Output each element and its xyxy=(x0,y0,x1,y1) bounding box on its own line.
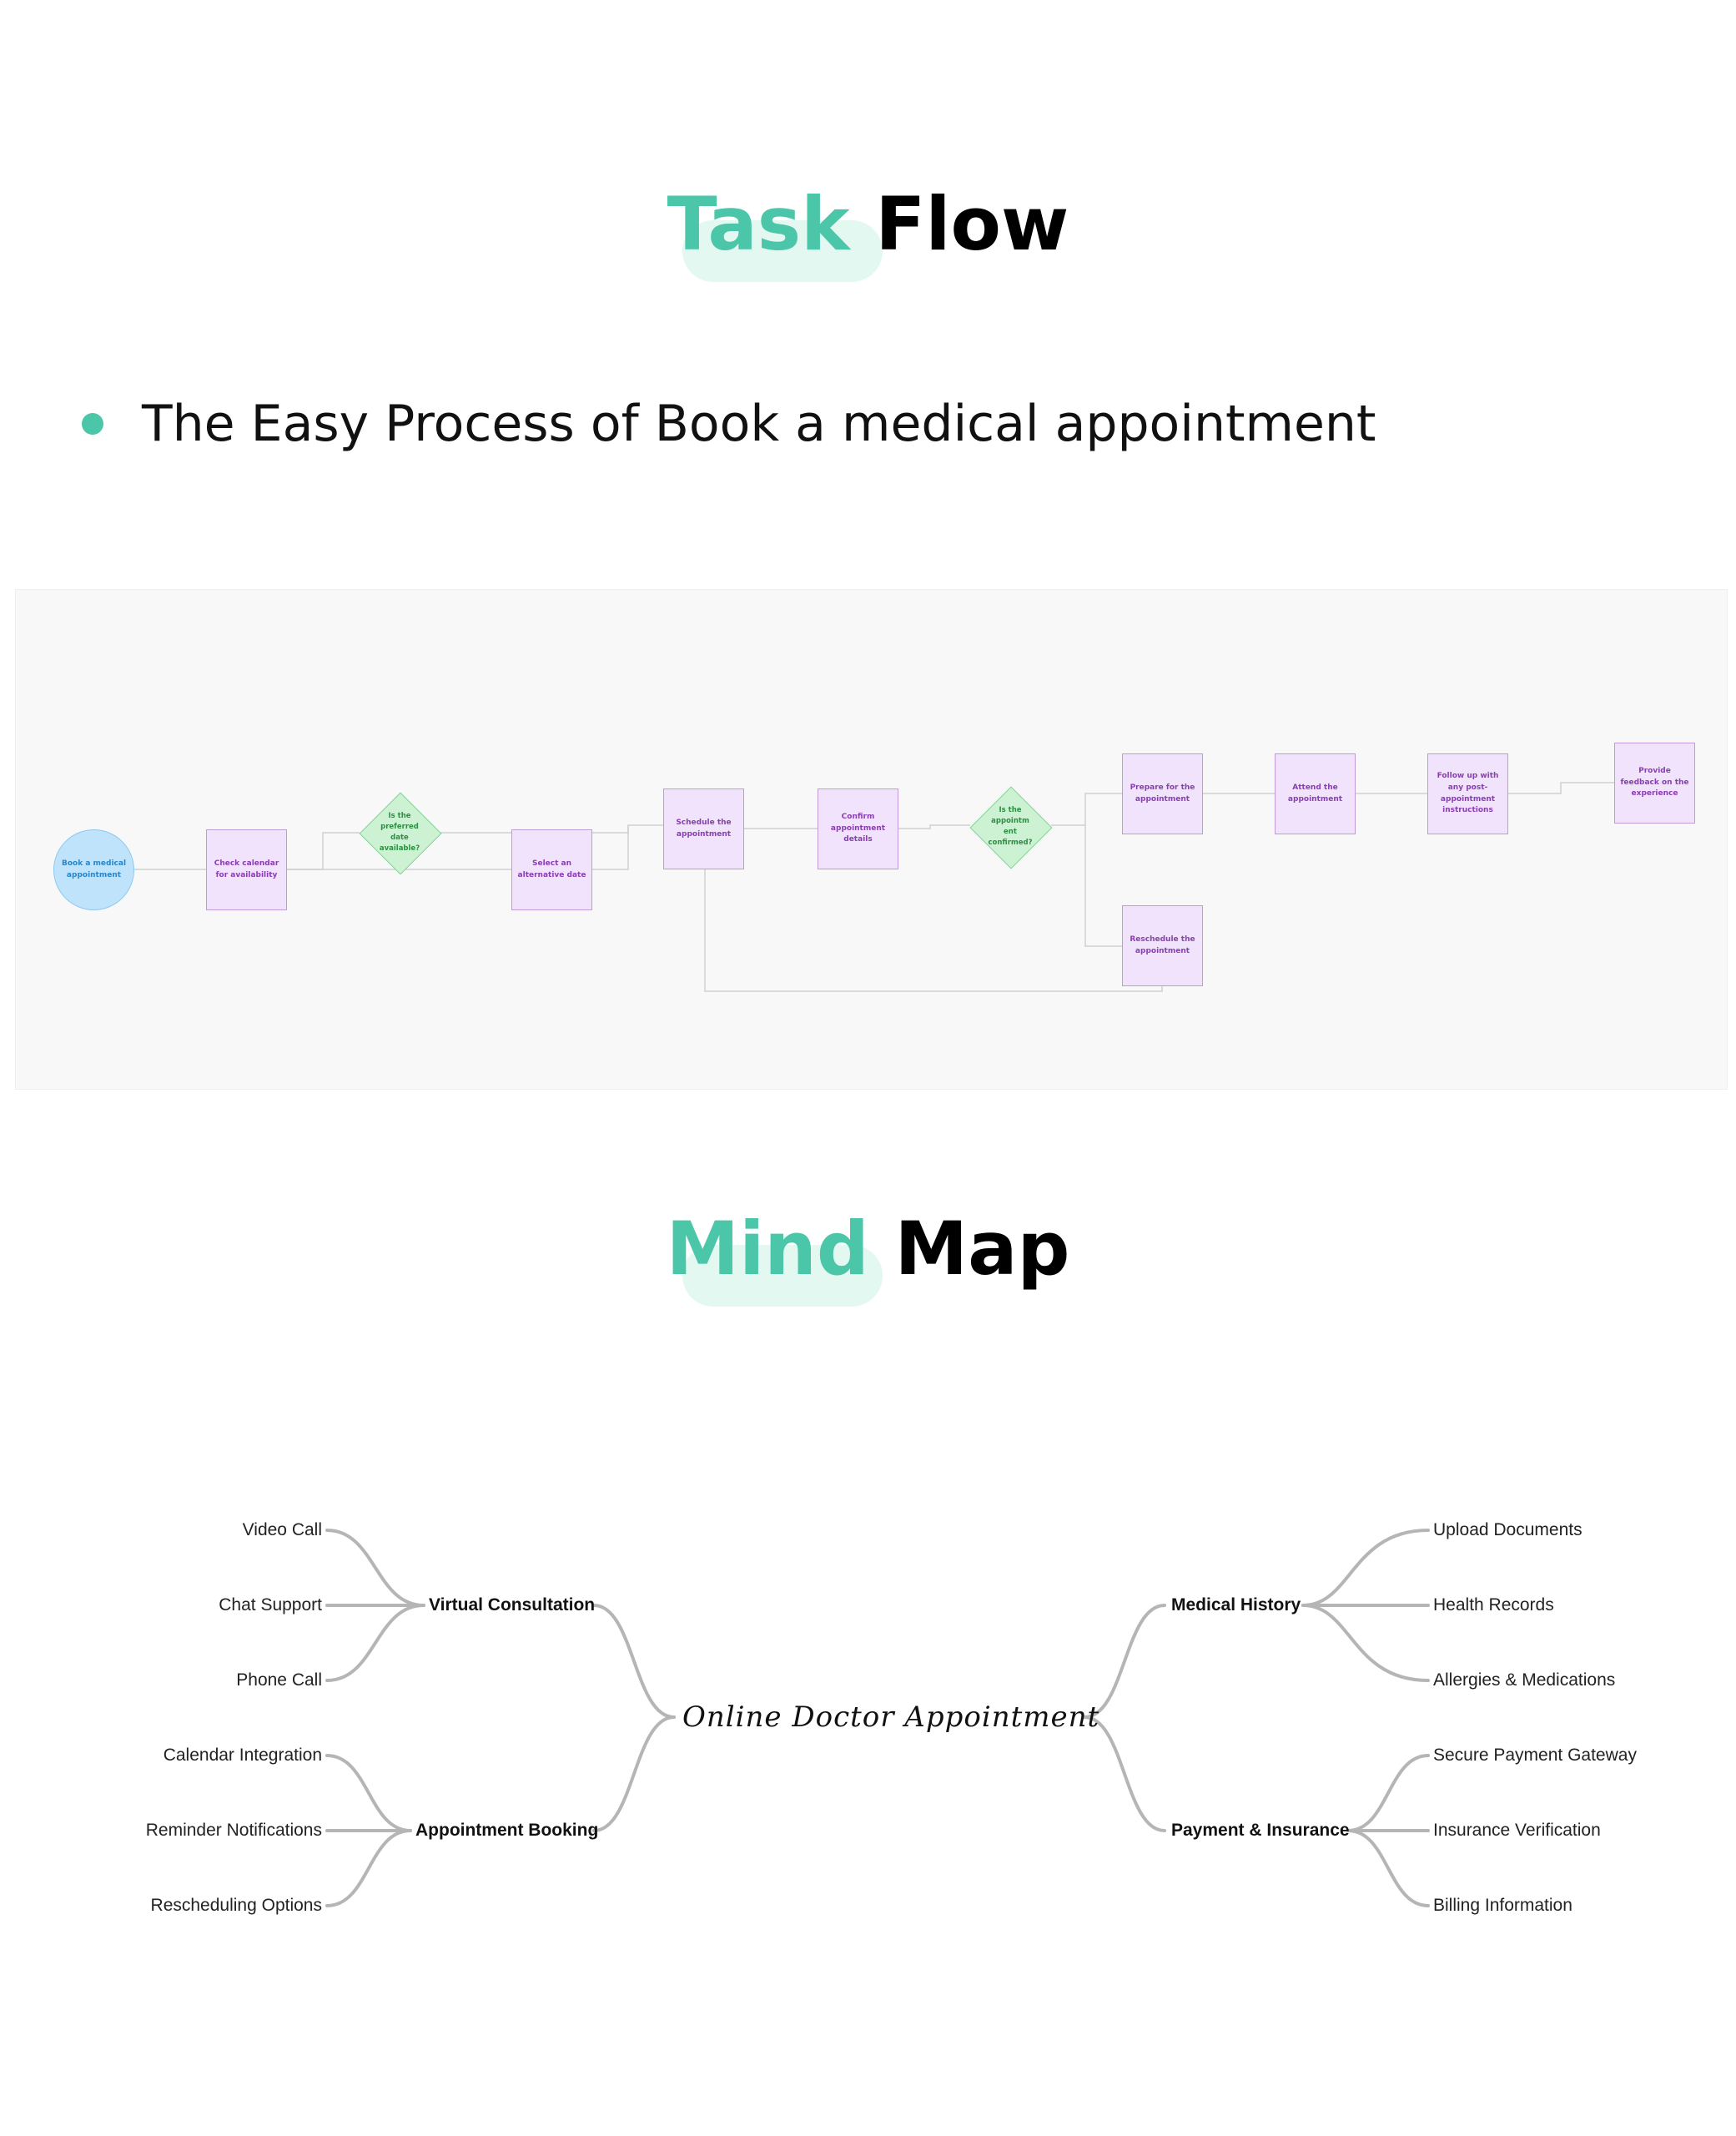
mind-map-title: Mind Map xyxy=(0,1212,1736,1286)
node-reschedule: Reschedule the appointment xyxy=(1122,905,1203,986)
edge-booking-rescheduling xyxy=(325,1829,412,1907)
node-feedback: Provide feedback on the experience xyxy=(1614,743,1695,824)
leaf-health-records: Health Records xyxy=(1433,1595,1554,1615)
edge-booking-calendar xyxy=(325,1754,412,1832)
mind-map-title-accent: Mind xyxy=(666,1206,869,1292)
edge-center-payment xyxy=(1083,1715,1166,1832)
edge-virtual-phone xyxy=(325,1604,425,1682)
connector-confirmed-prepare xyxy=(1051,793,1122,826)
connector-confirm-confirmed xyxy=(898,824,970,829)
edge-center-virtual xyxy=(592,1604,676,1719)
edge-center-booking xyxy=(592,1715,676,1832)
leaf-secure-payment-gateway: Secure Payment Gateway xyxy=(1433,1746,1637,1765)
leaf-upload-documents: Upload Documents xyxy=(1433,1520,1583,1539)
node-date-available-label: Is the preferred date available? xyxy=(379,811,420,854)
node-schedule: Schedule the appointment xyxy=(663,788,744,869)
edge-history-allergies xyxy=(1301,1604,1430,1682)
connector-follow-feedback xyxy=(1508,782,1614,794)
branch-appointment-booking: Appointment Booking xyxy=(415,1821,599,1840)
node-book-appointment: Book a medical appointment xyxy=(53,829,134,910)
node-prepare: Prepare for the appointment xyxy=(1122,753,1203,834)
leaf-reminder-notifications: Reminder Notifications xyxy=(145,1821,322,1840)
node-check-calendar: Check calendar for availability xyxy=(206,829,287,910)
leaf-insurance-verification: Insurance Verification xyxy=(1433,1821,1601,1840)
leaf-billing-information: Billing Information xyxy=(1433,1896,1572,1915)
task-flow-title-highlight xyxy=(682,220,883,282)
edge-virtual-video xyxy=(325,1529,425,1607)
connector-alt-schedule xyxy=(592,825,629,870)
task-flow-canvas: Book a medical appointment Check calenda… xyxy=(15,589,1728,1090)
process-bullet-text: The Easy Process of Book a medical appoi… xyxy=(142,395,1376,453)
connector-reschedule-loop xyxy=(704,869,1163,992)
node-confirm-details: Confirm appointment details xyxy=(818,788,898,869)
bullet-dot xyxy=(82,413,103,435)
edge-history-upload xyxy=(1301,1529,1430,1607)
task-flow-title-accent: Task xyxy=(667,181,850,267)
leaf-video-call: Video Call xyxy=(242,1520,322,1539)
leaf-calendar-integration: Calendar Integration xyxy=(163,1746,322,1765)
leaf-phone-call: Phone Call xyxy=(236,1670,322,1690)
node-follow-up: Follow up with any post-appointment inst… xyxy=(1427,753,1508,834)
branch-payment-insurance: Payment & Insurance xyxy=(1171,1821,1350,1840)
edge-payment-billing xyxy=(1346,1829,1430,1907)
leaf-allergies-medications: Allergies & Medications xyxy=(1433,1670,1616,1690)
node-select-alternative: Select an alternative date xyxy=(511,829,592,910)
edge-center-history xyxy=(1083,1604,1166,1719)
connector-confirmed-reschedule xyxy=(1084,825,1122,947)
mind-map-title-highlight xyxy=(682,1245,883,1307)
edge-payment-gateway xyxy=(1346,1754,1430,1832)
leaf-chat-support: Chat Support xyxy=(219,1595,322,1615)
task-flow-title-rest: Flow xyxy=(849,181,1069,267)
mind-map-center: Online Doctor Appointment xyxy=(682,1700,1100,1734)
branch-virtual-consultation: Virtual Consultation xyxy=(429,1595,596,1615)
leaf-rescheduling-options: Rescheduling Options xyxy=(150,1896,322,1915)
node-confirmed-label: Is the appointm ent confirmed? xyxy=(988,805,1033,848)
mind-map-title-rest: Map xyxy=(868,1206,1070,1292)
branch-medical-history: Medical History xyxy=(1171,1595,1301,1615)
process-bullet: The Easy Process of Book a medical appoi… xyxy=(82,390,1376,457)
node-attend: Attend the appointment xyxy=(1275,753,1356,834)
task-flow-title: Task Flow xyxy=(0,188,1736,261)
